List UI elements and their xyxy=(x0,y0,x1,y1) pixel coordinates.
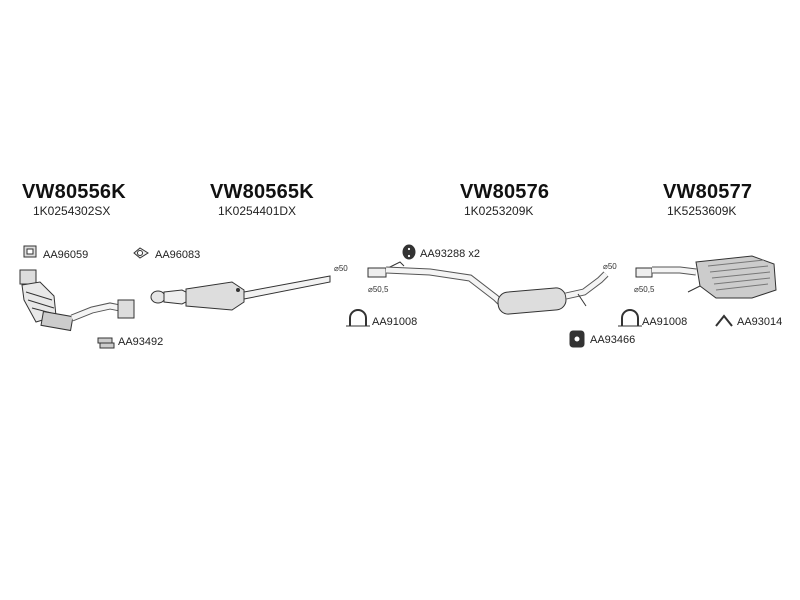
sleeve-label: AA93466 xyxy=(590,334,636,346)
bracket-label: AA93014 xyxy=(737,316,783,328)
reference-number-4: 1K5253609K xyxy=(667,204,737,218)
diameter-label-2: ⌀50,5 xyxy=(368,285,389,294)
clamp-icon xyxy=(618,309,642,327)
bolt-icon xyxy=(97,337,115,349)
catalytic-converter-drawing xyxy=(150,275,331,311)
clamp-label-2: AA91008 xyxy=(642,316,688,328)
middle-silencer-drawing xyxy=(367,261,609,315)
reference-number-3: 1K0253209K xyxy=(464,204,534,218)
clamp-icon xyxy=(346,309,370,327)
gasket-label-1: AA96059 xyxy=(43,249,89,261)
rear-silencer-drawing xyxy=(635,255,777,299)
part-number-3: VW80576 xyxy=(460,181,550,203)
gasket-label-2: AA96083 xyxy=(155,249,201,261)
bracket-icon xyxy=(715,314,733,327)
part-number-2: VW80565K xyxy=(210,181,314,203)
gasket-icon xyxy=(133,247,149,259)
rubber-mount-icon xyxy=(402,244,416,260)
sleeve-icon xyxy=(569,330,585,348)
front-pipe-catalyst-drawing xyxy=(19,269,135,332)
diameter-label-4: ⌀50,5 xyxy=(634,285,655,294)
reference-number-2: 1K0254401DX xyxy=(218,204,297,218)
gasket-icon xyxy=(23,245,37,258)
bolts-label: AA93492 xyxy=(118,336,164,348)
part-number-1: VW80556K xyxy=(22,181,126,203)
reference-number-1: 1K0254302SX xyxy=(33,204,111,218)
diameter-label-3: ⌀50 xyxy=(603,262,617,271)
diameter-label-1: ⌀50 xyxy=(334,264,348,273)
part-number-4: VW80577 xyxy=(663,181,753,203)
rubber-mount-label: AA93288 x2 xyxy=(420,248,480,260)
clamp-label-1: AA91008 xyxy=(372,316,418,328)
